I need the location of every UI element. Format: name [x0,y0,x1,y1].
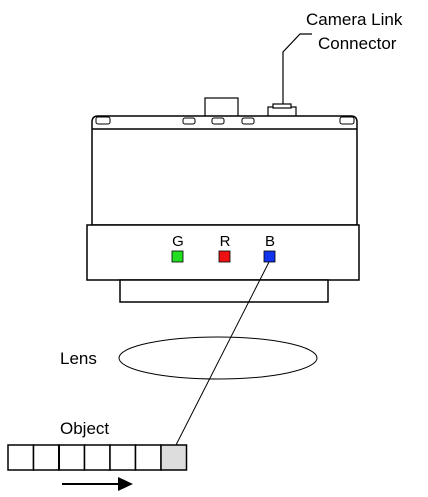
lens-label: Lens [60,349,97,368]
channel-square-b [263,250,276,263]
connector-label-line2: Connector [318,34,397,53]
screw [211,117,225,125]
object-cell [58,444,86,471]
sensor-channels: G R B [171,233,276,263]
screw [339,116,355,125]
top-screws [95,116,355,125]
object-cell [7,444,35,471]
screw [241,117,255,125]
channel-letter-r: R [220,233,231,250]
lens-shape [118,336,318,380]
object-cell-highlighted [160,444,188,471]
object-cell [109,444,137,471]
screw [182,117,196,125]
channel-square-r [218,250,231,263]
lens-mount [119,279,329,303]
connector-latch [272,103,292,109]
connector-leader-line [282,33,312,106]
object-cell [83,444,111,471]
arrow-right-icon [62,477,133,491]
channel-letter-g: G [172,233,184,250]
optical-ray [175,261,270,446]
object-cell [134,444,162,471]
connector-label-line1: Camera Link [306,10,403,29]
channel-letter-b: B [265,233,275,250]
screw [95,116,111,125]
camera-body-upper [91,115,358,226]
object-cell [32,444,60,471]
object-strip [7,444,188,471]
camera-body [91,115,358,226]
channel-square-g [171,250,184,263]
object-label: Object [60,419,109,438]
